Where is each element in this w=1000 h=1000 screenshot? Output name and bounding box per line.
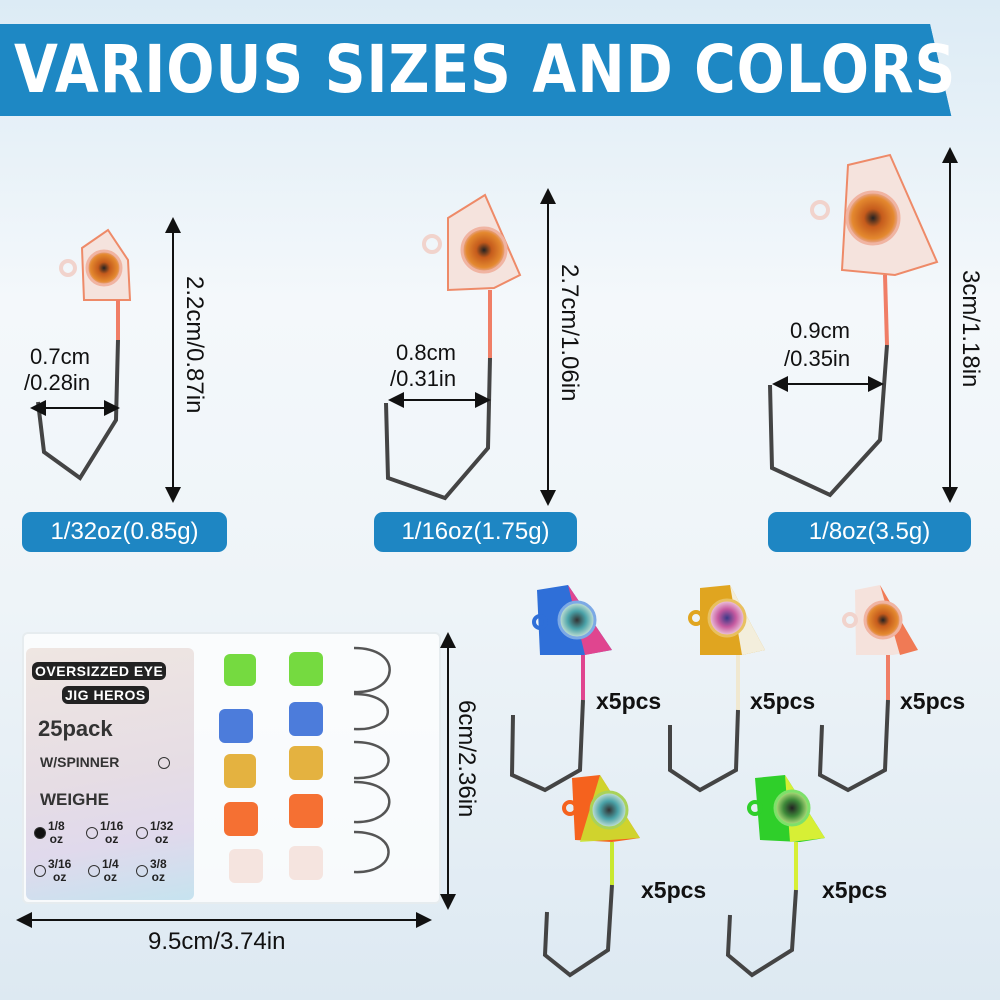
jig-1-8oz — [768, 153, 939, 498]
hook-gap-cm-2: 0.8cm — [396, 340, 456, 365]
qty-green-chartreuse: x5pcs — [822, 877, 888, 903]
radio-icon — [158, 756, 170, 769]
page-title: VARIOUS SIZES AND COLORS — [14, 31, 957, 108]
weight-label: WEIGHE — [40, 790, 109, 809]
spinner-radio — [158, 754, 172, 772]
jig-white-orange — [817, 585, 918, 793]
weight-badge-2: 1/16oz(1.75g) — [374, 512, 577, 552]
qty-white-orange: x5pcs — [900, 688, 966, 714]
box-label-card: OVERSIZZED EYE JIG HEROS 25pack W/SPINNE… — [26, 648, 194, 900]
jig-1-32oz — [36, 228, 132, 481]
radio-icon — [86, 827, 98, 839]
hook-gap-in-2: /0.31in — [390, 366, 457, 391]
hook-gap-cm-1: 0.7cm — [30, 344, 90, 369]
radio-icon — [136, 827, 148, 839]
hook-gap-in-3: /0.35in — [784, 346, 851, 371]
brand-line-2: JIG HEROS — [62, 686, 149, 704]
weight-badge-1: 1/32oz(0.85g) — [22, 512, 227, 552]
radio-icon — [34, 865, 46, 877]
pack-count: 25pack — [38, 716, 113, 741]
spinner-label: W/SPINNER — [40, 754, 120, 770]
jig-1-16oz — [384, 193, 522, 501]
radio-icon — [136, 865, 148, 877]
title-banner — [0, 24, 900, 116]
box-contents — [219, 646, 391, 883]
box-height-label: 6cm/2.36in — [453, 700, 480, 818]
jig-green-chartreuse — [725, 775, 825, 978]
jig-blue-pink — [509, 585, 612, 793]
radio-icon — [88, 865, 100, 877]
radio-selected-icon — [34, 827, 46, 839]
jig-gold-white — [668, 585, 765, 793]
qty-orange-chartreuse: x5pcs — [641, 877, 707, 903]
length-label-3: 3cm/1.18in — [957, 270, 984, 388]
box-width-label: 9.5cm/3.74in — [148, 928, 286, 955]
qty-gold-white: x5pcs — [750, 688, 816, 714]
hook-gap-in-1: /0.28in — [24, 370, 91, 395]
weight-badge-3: 1/8oz(3.5g) — [768, 512, 971, 552]
length-label-2: 2.7cm/1.06in — [556, 264, 583, 402]
qty-blue-pink: x5pcs — [596, 688, 662, 714]
jig-orange-chartreuse — [542, 775, 640, 978]
length-label-1: 2.2cm/0.87in — [181, 276, 208, 414]
hook-gap-cm-3: 0.9cm — [790, 318, 850, 343]
brand-line-1: OVERSIZZED EYE — [32, 662, 167, 680]
